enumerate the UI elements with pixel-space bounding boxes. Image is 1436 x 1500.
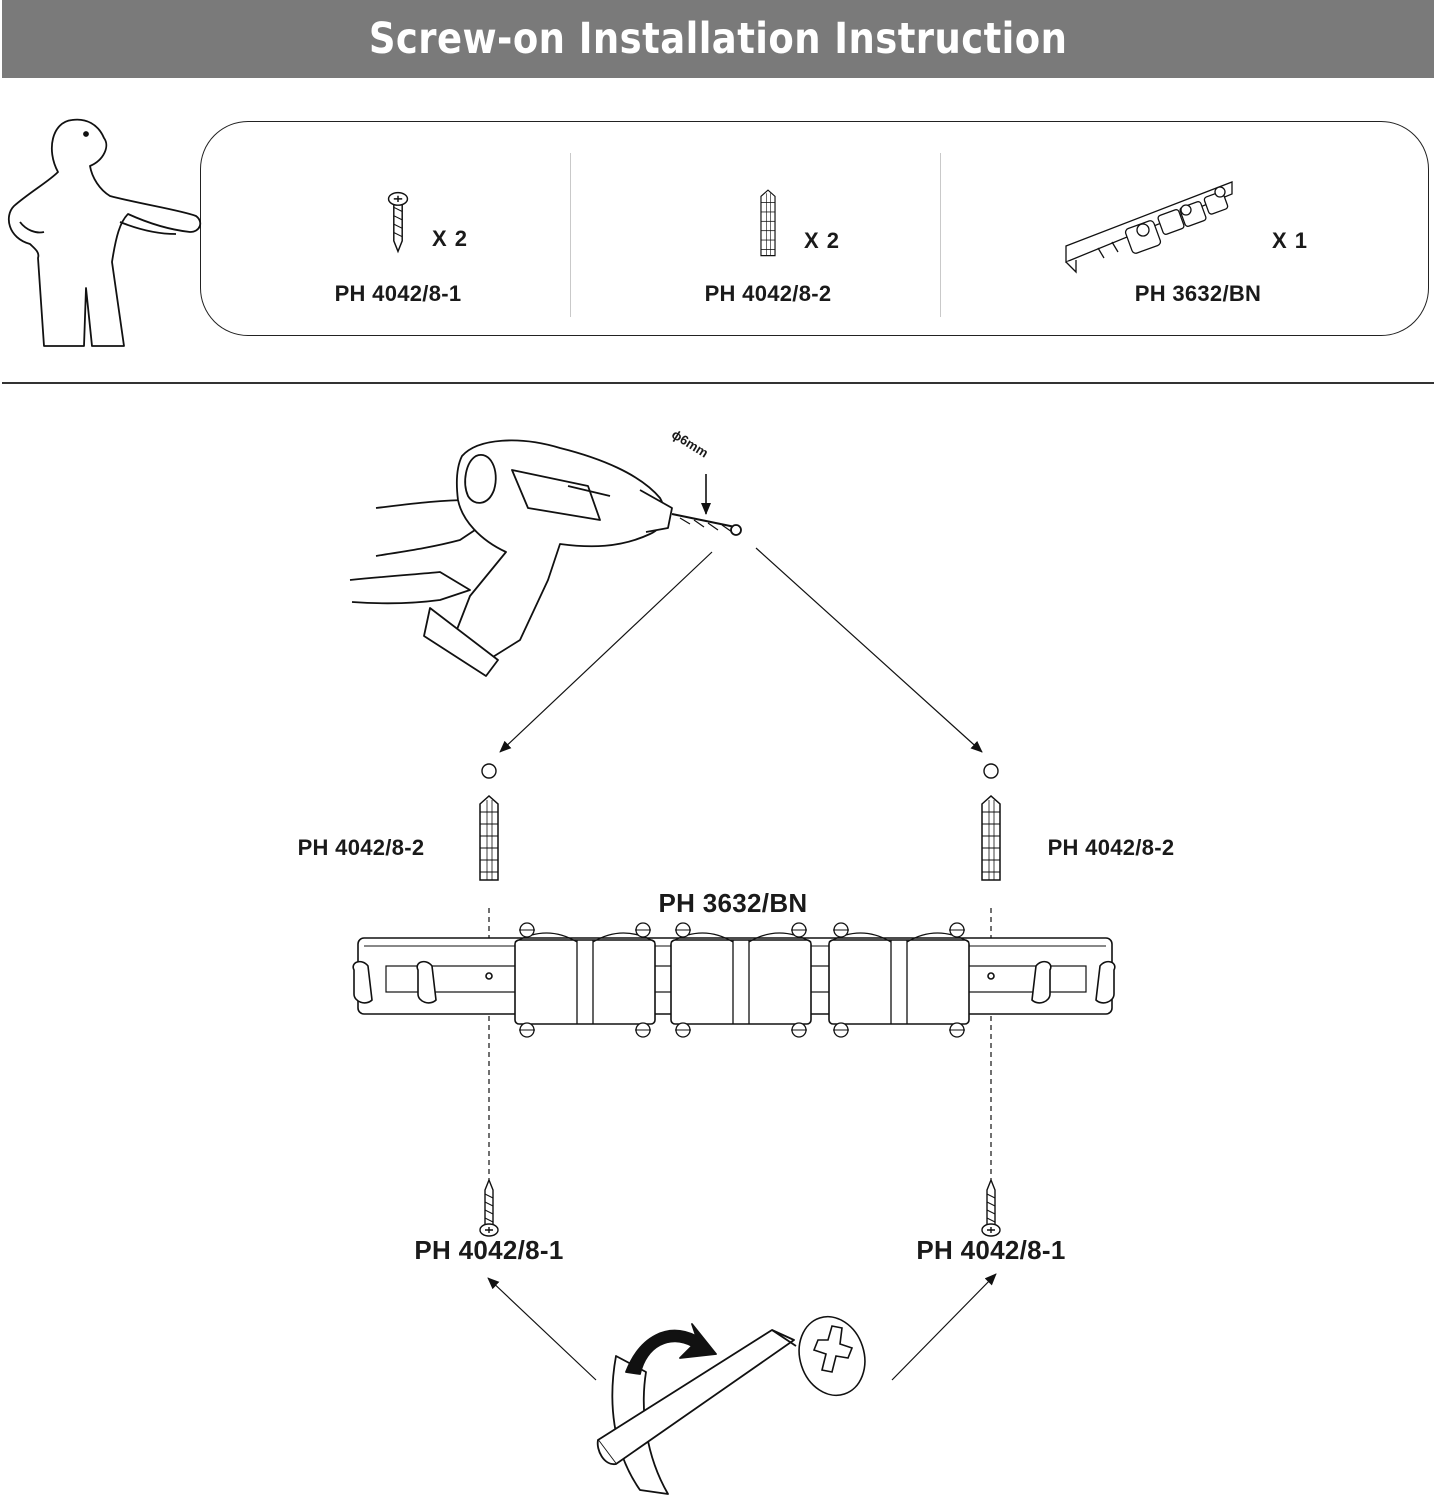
part-code: PH 4042/8-1 <box>334 281 462 306</box>
rail-label: PH 3632/BN <box>658 888 808 918</box>
parts-list-panel <box>200 121 1429 336</box>
arrow-to-right-screw <box>891 1273 997 1381</box>
title-banner: Screw-on Installation Instruction <box>2 0 1434 78</box>
screwdriver-icon <box>596 1323 797 1495</box>
screw-head-icon <box>798 1315 866 1397</box>
clamp-3 <box>828 922 970 1038</box>
wall-anchor-left <box>479 795 499 881</box>
part-code: PH 4042/8-2 <box>704 281 832 306</box>
wall-anchor-icon <box>760 189 776 257</box>
screw-label-right: PH 4042/8-1 <box>916 1235 1066 1265</box>
person-icon <box>7 118 202 347</box>
arrow-to-right-hole <box>755 547 983 753</box>
clamp-2 <box>670 922 812 1038</box>
drill-hole-left <box>481 763 497 779</box>
screw-left <box>479 1179 499 1237</box>
part-quantity: X 2 <box>432 226 469 251</box>
arrow-to-left-hole <box>499 551 713 753</box>
part-code: PH 3632/BN <box>1134 281 1262 306</box>
anchor-label-right: PH 4042/8-2 <box>1047 835 1175 860</box>
drill-hole-right <box>983 763 999 779</box>
screw-right <box>981 1179 1001 1237</box>
wall-anchor-right <box>981 795 1001 881</box>
divider <box>570 153 571 317</box>
part-quantity: X 1 <box>1272 228 1309 253</box>
arrow-to-left-screw <box>487 1277 597 1381</box>
section-divider <box>2 382 1434 384</box>
part-quantity: X 2 <box>804 228 841 253</box>
screw-label-left: PH 4042/8-1 <box>414 1235 564 1265</box>
power-drill-icon <box>349 439 742 677</box>
anchor-label-left: PH 4042/8-2 <box>297 835 425 860</box>
clamp-1 <box>514 922 656 1038</box>
page-title: Screw-on Installation Instruction <box>368 14 1068 64</box>
divider <box>940 153 941 317</box>
screw-icon <box>387 191 409 253</box>
holder-rail-icon <box>1065 181 1233 274</box>
